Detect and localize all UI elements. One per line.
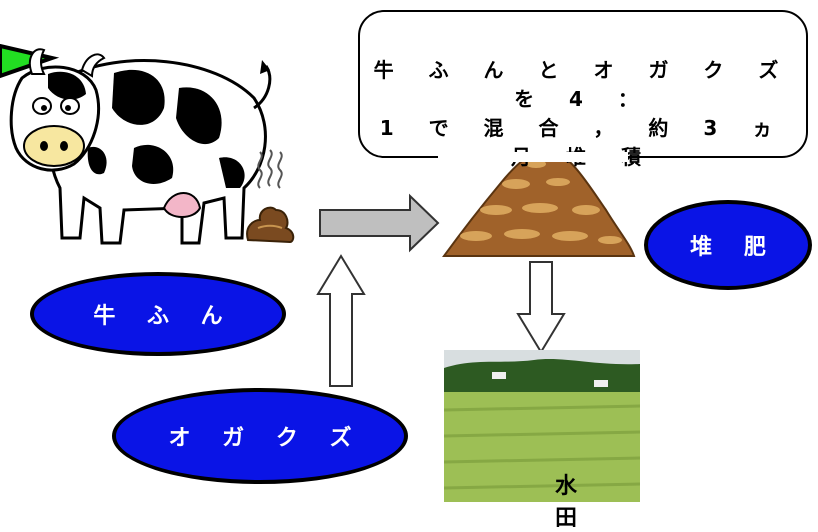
- process-callout: 牛 ふ ん と オ ガ ク ズ を 4 ： 1 で 混 合 ， 約 3 ヵ 月 …: [358, 10, 808, 169]
- paddy-field-photo: [444, 350, 640, 502]
- pointer-arrow-icon: [0, 43, 60, 79]
- paddy-arrow-down: [516, 261, 566, 354]
- callout-gap: [438, 152, 628, 162]
- sawdust-label: オ ガ ク ズ: [112, 388, 408, 484]
- manure-icon: [246, 149, 295, 244]
- cow-illustration: [9, 48, 272, 245]
- compost-label: 堆 肥: [644, 200, 812, 290]
- callout-line-2: 1 で 混 合 ， 約 3 ヵ 月 堆 積: [379, 116, 787, 169]
- paddy-label: 水 田: [554, 474, 585, 531]
- compost-pile-icon: [442, 148, 636, 257]
- process-arrow-right: [319, 193, 440, 253]
- callout-line-1: 牛 ふ ん と オ ガ ク ズ を 4 ：: [373, 58, 793, 111]
- manure-label: 牛 ふ ん: [30, 272, 286, 356]
- sawdust-arrow-up: [316, 254, 366, 387]
